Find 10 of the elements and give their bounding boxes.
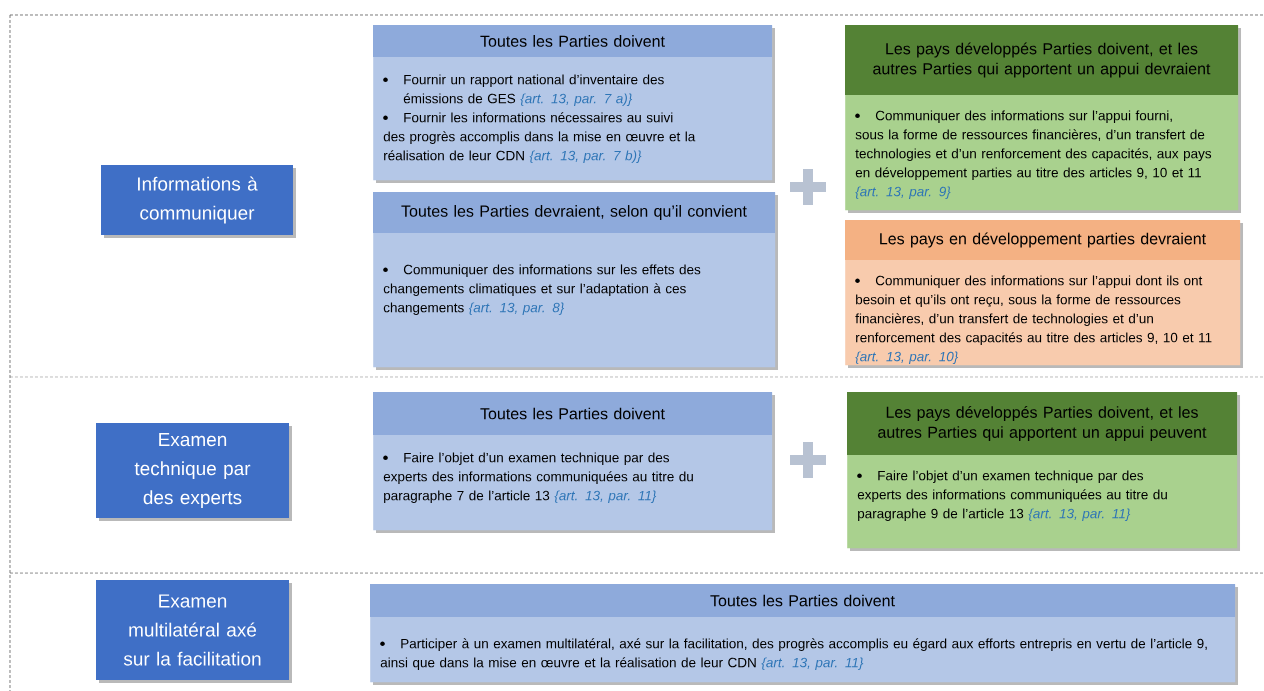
row-label-box: Examen technique par des experts [96,423,292,521]
panel: Les pays développés Parties doivent, et les autres Parties qui apportent un appui devraient Communiquer des informations sur l’appui fourni, sous la forme de ressources financières, d’un transfert de technologies et d’un renforcement des capacités, aux pays en développement parties au titre des articles 9, 10 et 11 {art. 13, par. 9} [845,25,1241,213]
panel: Toutes les Parties devraient, selon qu’il convient Communiquer des informations sur les effets des changements climatiques et sur l’adaptation à ces changements {art. 13, par. 8} [373,192,778,370]
row-label-box: Examen multilatéral axé sur la facilitation [96,580,292,683]
panel: Les pays développés Parties doivent, et les autres Parties qui apportent un appui peuvent Faire l’objet d’un examen technique par des experts des informations communiquées au titre du paragraphe 9 de l’article 13 {art. 13, par. 11} [847,392,1240,551]
panel: Toutes les Parties doivent Participer à un examen multilatéral, axé sur la facilitation, des progrès accomplis eu égard aux efforts entrepris en vertu de l’article 9, ainsi que dans la mise en œuvre et la réalisation de leur CDN {art. 13, par. 11} [370,584,1238,685]
panel: Toutes les Parties doivent Fournir un rapport national d’inventaire des émissions de GES {art. 13, par. 7 a)} Fournir les informations nécessaires au suivi des progrès accomplis dans la mise en œuvre et la réalisation de leur CDN {art. 13, par. 7 b)} [373,25,775,183]
panel: Les pays en développement parties devraient Communiquer des informations sur l’appui dont ils ont besoin et qu’ils ont reçu, sous la forme de ressources financières, d’un transfert de technologies et d’un renforcement des capacités au titre des articles 9, 10 et 11 {art. 13, par. 10} [845,220,1243,368]
panel: Toutes les Parties doivent Faire l’objet d’un examen technique par des experts des informations communiquées au titre du paragraphe 7 de l’article 13 {art. 13, par. 11} [373,392,775,533]
row-label-box: Informations à communiquer [101,165,296,238]
